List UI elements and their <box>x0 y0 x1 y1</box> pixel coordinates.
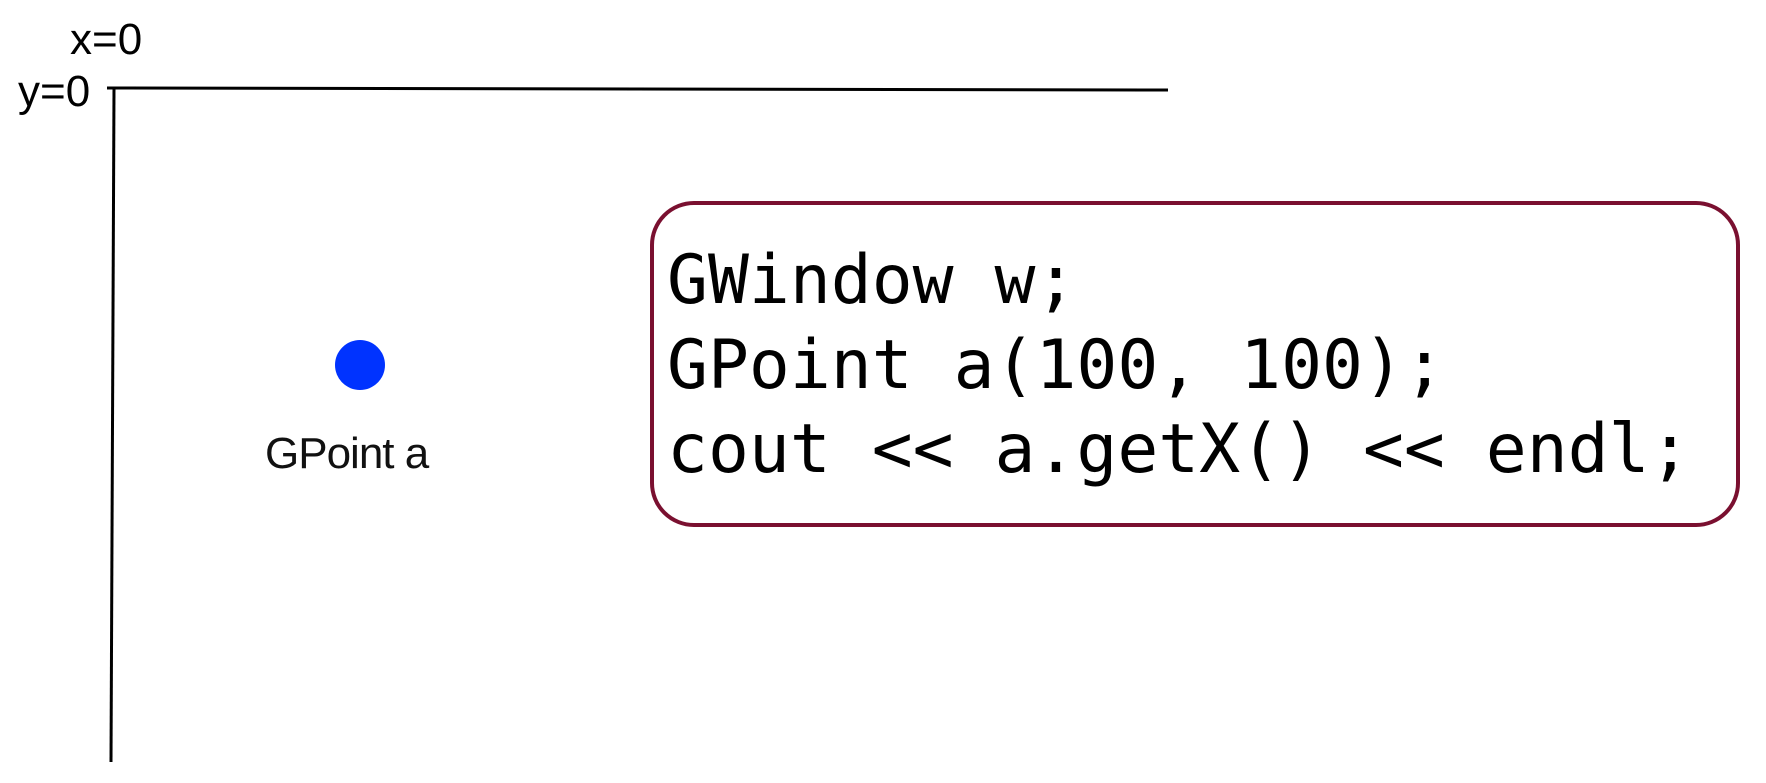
point-label: GPoint a <box>265 429 429 478</box>
x-origin-label: x=0 <box>70 15 143 64</box>
code-line-1: GWindow w; <box>667 241 1077 320</box>
code-line-2: GPoint a(100, 100); <box>667 326 1445 405</box>
gpoint-a-marker-icon <box>335 340 385 390</box>
y-origin-label: y=0 <box>18 67 91 116</box>
y-axis-line <box>109 87 116 763</box>
code-line-3: cout << a.getX() << endl; <box>667 410 1691 489</box>
code-box <box>650 201 1740 527</box>
x-axis-line <box>112 86 1169 92</box>
